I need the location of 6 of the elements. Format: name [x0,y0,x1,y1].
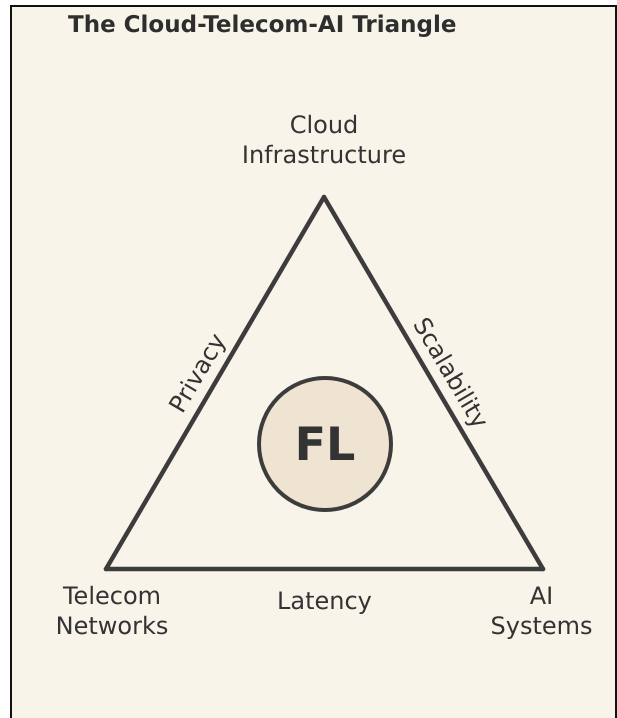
triangle-side-line [104,566,546,572]
vertex-label: AI Systems [490,581,594,641]
circle-label: FL [294,419,356,469]
diagram-title: The Cloud-Telecom-AI Triangle [68,12,456,38]
vertex-label: Telecom Networks [54,581,170,641]
vertex-label: Cloud Infrastructure [240,110,408,170]
